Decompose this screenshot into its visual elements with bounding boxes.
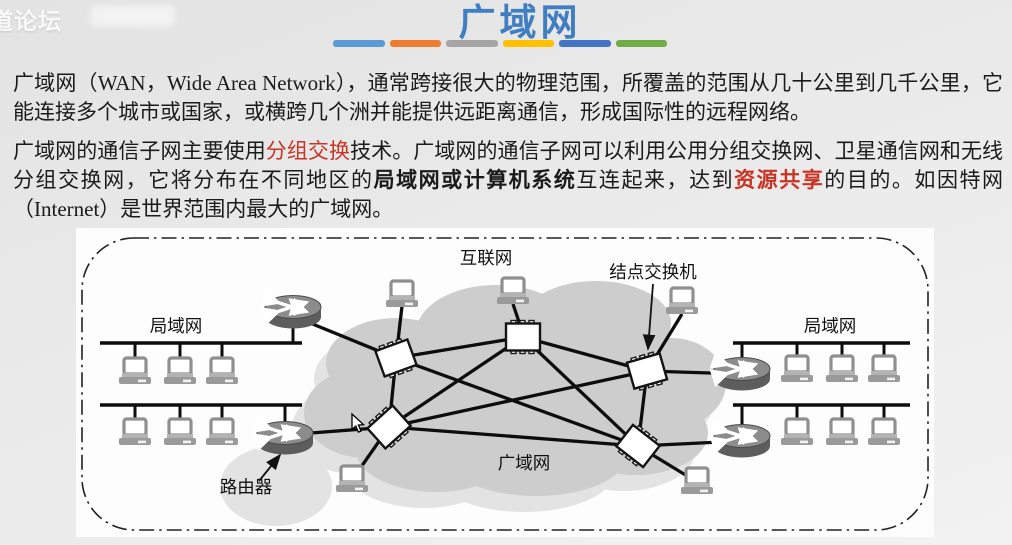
pc-icon [824,354,860,384]
router-icon [265,296,321,329]
text-run: 的目的。如因特网（Internet）是世界范围内最大的广域网。 [13,168,1004,221]
label-lan-left: 局域网 [150,316,203,336]
watermark-logo [90,5,175,27]
pc-icon [162,356,198,386]
text-run-lan-systems: 局域网或计算机系统 [373,168,577,192]
text-run-resource-sharing: 资源共享 [734,168,825,192]
paragraph-wan-definition: 广域网（WAN，Wide Area Network），通常跨接很大的物理范围，所… [13,71,1003,124]
wan-cloud [304,281,726,496]
router-icon [257,422,313,455]
divider-bar [559,40,611,47]
text-run: 互连起来，达到 [576,168,735,192]
paragraph-wan-subnet: 广域网的通信子网主要使用分组交换技术。广域网的通信子网可以利用公用分组交换网、卫… [13,137,1003,224]
pc-icon [384,279,420,309]
router-icon [714,358,770,391]
pc-icon [779,417,815,447]
router-icon [714,425,770,458]
text-run: 技术。广域网的通信子网可以利用公用分组交换网、卫星通信网和无线分组交换网，它将分… [13,139,1004,192]
pc-icon [824,417,860,447]
network-diagram: 互联网 结点交换机 局域网 局域网 广域网 路由器 [81,237,929,531]
watermark-text: 道论坛 [0,8,62,34]
pc-icon [866,417,902,447]
pc-icon [334,464,370,494]
divider-bar [446,40,498,47]
divider-bar [333,40,385,47]
pc-icon [162,417,198,447]
pc-icon [866,354,902,384]
divider-bar [502,40,554,47]
pc-icon [779,354,815,384]
router-callout-arrow [258,453,282,482]
text-run-packet-switching: 分组交换 [265,139,351,163]
node-switch-callout-arrow [642,283,656,351]
label-lan-right: 局域网 [804,316,857,336]
diagram-border [81,237,929,531]
text-run: 广域网的通信子网主要使用 [13,139,266,163]
divider-bar [389,40,441,47]
label-wan: 广域网 [498,453,551,473]
pc-icon [117,417,153,447]
label-node-switch: 结点交换机 [609,262,697,282]
divider-bar [615,40,667,47]
packet-switch-icon [504,319,542,355]
pc-icon [495,276,531,306]
mouse-cursor [351,412,366,433]
pc-icon [117,356,153,386]
title-divider-bars [333,40,667,47]
page-title: 广域网 [458,3,582,44]
pc-icon [204,356,240,386]
pc-icon [664,286,700,316]
pc-icon [204,417,240,447]
pc-icon [679,466,715,496]
label-router: 路由器 [220,477,273,497]
label-internet: 互联网 [460,248,513,268]
diagram-panel: 互联网 结点交换机 局域网 局域网 广域网 路由器 [76,228,934,537]
